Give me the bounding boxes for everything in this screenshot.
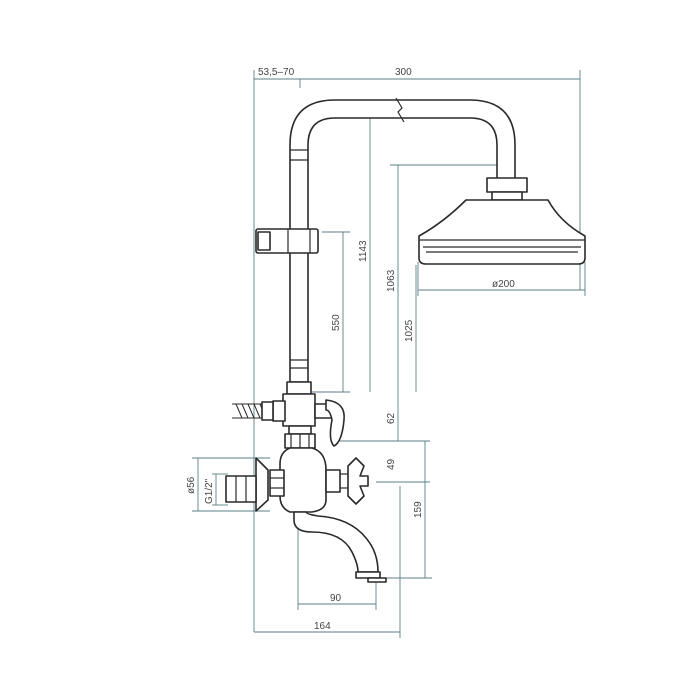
label-flange-diameter: ø56 xyxy=(186,476,197,494)
hand-shower-holder xyxy=(255,228,319,254)
riser-pipe xyxy=(289,97,516,383)
label-head-height: 1063 xyxy=(386,269,397,292)
bath-spout xyxy=(293,511,387,583)
label-wall-offset: 53,5–70 xyxy=(258,67,295,78)
label-diverter-gap: 62 xyxy=(386,412,397,424)
shower-hose xyxy=(232,401,274,421)
label-spout-reach: 90 xyxy=(330,593,342,604)
diverter-unit xyxy=(272,381,345,449)
label-spout-gap: 49 xyxy=(386,458,397,470)
wall-connector xyxy=(225,457,269,512)
label-holder-height: 550 xyxy=(331,314,342,331)
label-arm-reach: 300 xyxy=(395,67,412,78)
mixer-body xyxy=(269,447,369,513)
label-spout-drop: 159 xyxy=(413,501,424,518)
label-total-depth: 164 xyxy=(314,621,331,632)
shower-head xyxy=(418,177,586,265)
dimension-labels: 53,5–70 300 1143 1063 1025 550 62 49 ø20… xyxy=(186,67,515,632)
dimension-lines xyxy=(192,70,586,638)
label-head-diameter: ø200 xyxy=(492,279,515,290)
label-arm-height: 1025 xyxy=(404,319,415,342)
label-thread: G1/2" xyxy=(204,478,215,504)
label-total-height: 1143 xyxy=(358,240,369,262)
